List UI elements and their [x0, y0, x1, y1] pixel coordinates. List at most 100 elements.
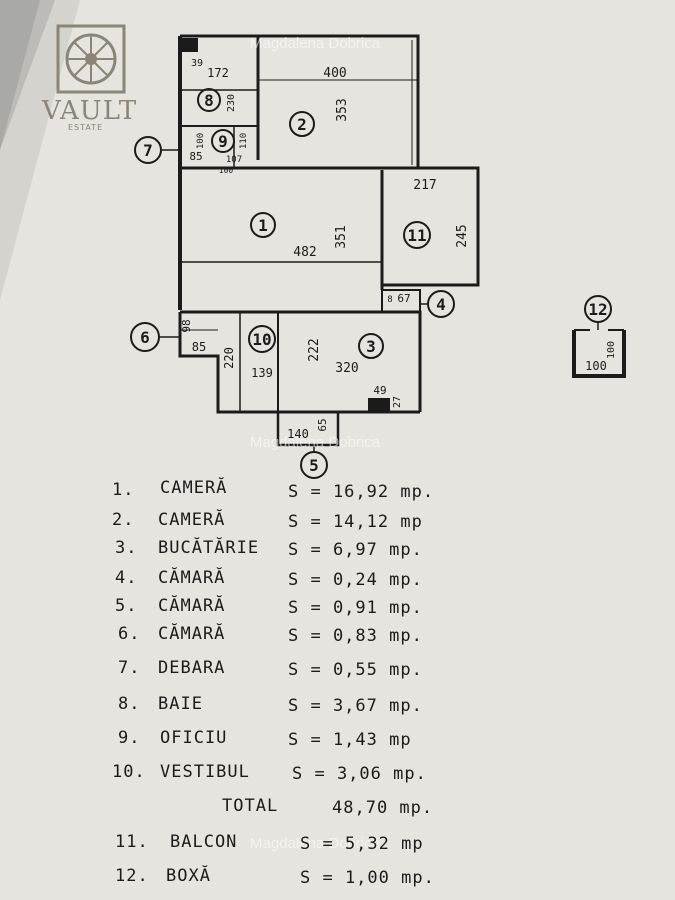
- legend-number: 3.: [115, 538, 137, 558]
- room-7-label: 7: [143, 141, 153, 160]
- floor-plan: [178, 34, 626, 447]
- room-11-label: 11: [407, 226, 426, 245]
- room-1-label: 1: [258, 216, 268, 235]
- dim-room6-b: 85: [192, 340, 206, 354]
- logo-sub: ESTATE: [68, 123, 103, 132]
- watermark-bottom: Magdalena Dobrica: [250, 835, 381, 852]
- legend-name: BALCON: [170, 832, 237, 852]
- dim-room9-b: 110: [239, 133, 249, 149]
- dim-room5-a: 140: [287, 427, 309, 441]
- room-6-label: 6: [140, 328, 150, 347]
- legend-name: CĂMARĂ: [158, 594, 225, 616]
- legend-number: 12.: [115, 866, 149, 886]
- legend-number: 4.: [115, 568, 137, 588]
- dim-room3-height: 222: [307, 338, 322, 361]
- dim-room2-width: 400: [323, 66, 346, 81]
- room-10-label: 10: [252, 330, 271, 349]
- legend-area: S = 0,83 mp.: [288, 626, 423, 646]
- legend-name: CAMERĂ: [158, 508, 225, 530]
- legend-number: 7.: [118, 658, 140, 678]
- legend-row: 5. CĂMARĂ S = 0,91 mp.: [115, 594, 423, 618]
- room-5-label: 5: [309, 456, 319, 475]
- legend-row: 2. CAMERĂ S = 14,12 mp: [112, 508, 423, 532]
- dim-room3-a: 49: [373, 384, 386, 397]
- legend-area: S = 3,06 mp.: [292, 764, 427, 784]
- legend-area: S = 16,92 mp.: [288, 482, 434, 502]
- room-2-label: 2: [297, 115, 307, 134]
- legend-number: 10.: [112, 762, 146, 782]
- dim-room10-a: 220: [222, 347, 236, 369]
- legend-number: 8.: [118, 694, 140, 714]
- legend-area: S = 3,67 mp.: [288, 696, 423, 716]
- legend-number: 2.: [112, 510, 134, 530]
- dim-room1-width: 482: [293, 245, 316, 260]
- legend-name: CĂMARĂ: [158, 566, 225, 588]
- dim-room8-c: 39: [191, 58, 203, 69]
- legend: 1. CAMERĂ S = 16,92 mp. 2. CAMERĂ S = 14…: [112, 476, 435, 888]
- legend-area: S = 6,97 mp.: [288, 540, 423, 560]
- legend-name: OFICIU: [160, 728, 227, 748]
- legend-number: 6.: [118, 624, 140, 644]
- dim-room4-a: 67: [397, 292, 410, 305]
- total-label: TOTAL: [222, 796, 278, 816]
- dim-room8-b: 230: [226, 94, 237, 112]
- room-3-label: 3: [366, 337, 376, 356]
- dim-room5-b: 65: [316, 418, 329, 431]
- legend-name: CAMERĂ: [160, 476, 227, 498]
- legend-name: VESTIBUL: [160, 762, 250, 782]
- total-value: 48,70 mp.: [332, 798, 433, 818]
- legend-number: 1.: [112, 480, 134, 500]
- dim-room2-height: 353: [335, 98, 350, 121]
- dim-room11-height: 245: [455, 224, 470, 247]
- legend-area: S = 0,55 mp.: [288, 660, 423, 680]
- room-9-label: 9: [218, 132, 228, 151]
- dim-room6-a: 98: [180, 319, 193, 332]
- legend-row: 6. CĂMARĂ S = 0,83 mp.: [118, 622, 423, 646]
- watermark-top: Magdalena Dobrica: [250, 35, 381, 52]
- legend-row: 9. OFICIU S = 1,43 mp: [118, 728, 412, 750]
- room-12-label: 12: [588, 300, 607, 319]
- dim-room8-a: 172: [207, 66, 229, 80]
- dim-room1-height: 351: [334, 225, 349, 248]
- legend-name: CĂMARĂ: [158, 622, 225, 644]
- dim-room3-width: 320: [335, 361, 358, 376]
- dim-room4-b: 8: [387, 295, 392, 305]
- legend-row: 11. BALCON S = 5,32 mp: [115, 832, 424, 854]
- legend-number: 5.: [115, 596, 137, 616]
- legend-area: S = 0,91 mp.: [288, 598, 423, 618]
- legend-row: 10. VESTIBUL S = 3,06 mp.: [112, 762, 427, 784]
- dim-room7-a: 85: [189, 150, 202, 163]
- legend-name: BOXĂ: [166, 864, 211, 886]
- legend-area: S = 5,32 mp: [300, 834, 424, 854]
- legend-row: 1. CAMERĂ S = 16,92 mp.: [112, 476, 434, 502]
- vault-estate-logo: VAULT ESTATE: [41, 24, 137, 132]
- legend-row: 3. BUCĂTĂRIE S = 6,97 mp.: [115, 536, 423, 560]
- legend-area: S = 0,24 mp.: [288, 570, 423, 590]
- legend-area: S = 14,12 mp: [288, 512, 423, 532]
- dim-room12-b: 100: [606, 341, 617, 359]
- legend-row: 7. DEBARA S = 0,55 mp.: [118, 658, 423, 680]
- room-4-label: 4: [436, 295, 446, 314]
- room-8-label: 8: [204, 91, 214, 110]
- legend-row: 12. BOXĂ S = 1,00 mp.: [115, 864, 435, 888]
- legend-area: S = 1,00 mp.: [300, 868, 435, 888]
- legend-area: S = 1,43 mp: [288, 730, 412, 750]
- legend-row: 4. CĂMARĂ S = 0,24 mp.: [115, 566, 423, 590]
- dim-room10-b: 139: [251, 366, 273, 380]
- dim-room9-d: 100: [219, 166, 234, 175]
- watermark-middle: Magdalena Dobrica: [250, 434, 381, 451]
- legend-name: DEBARA: [158, 658, 225, 678]
- legend-row: 8. BAIE S = 3,67 mp.: [118, 694, 423, 716]
- dim-room11-width: 217: [413, 178, 436, 193]
- legend-number: 11.: [115, 832, 149, 852]
- dim-room12-a: 100: [585, 359, 607, 373]
- legend-number: 9.: [118, 728, 140, 748]
- dim-room9-a: 100: [196, 133, 206, 149]
- dim-room9-c: 107: [226, 155, 242, 165]
- dim-room3-b: 27: [392, 396, 403, 408]
- legend-total: TOTAL 48,70 mp.: [222, 796, 433, 818]
- logo-word: VAULT: [41, 96, 137, 126]
- legend-name: BUCĂTĂRIE: [158, 536, 259, 558]
- legend-name: BAIE: [158, 694, 203, 714]
